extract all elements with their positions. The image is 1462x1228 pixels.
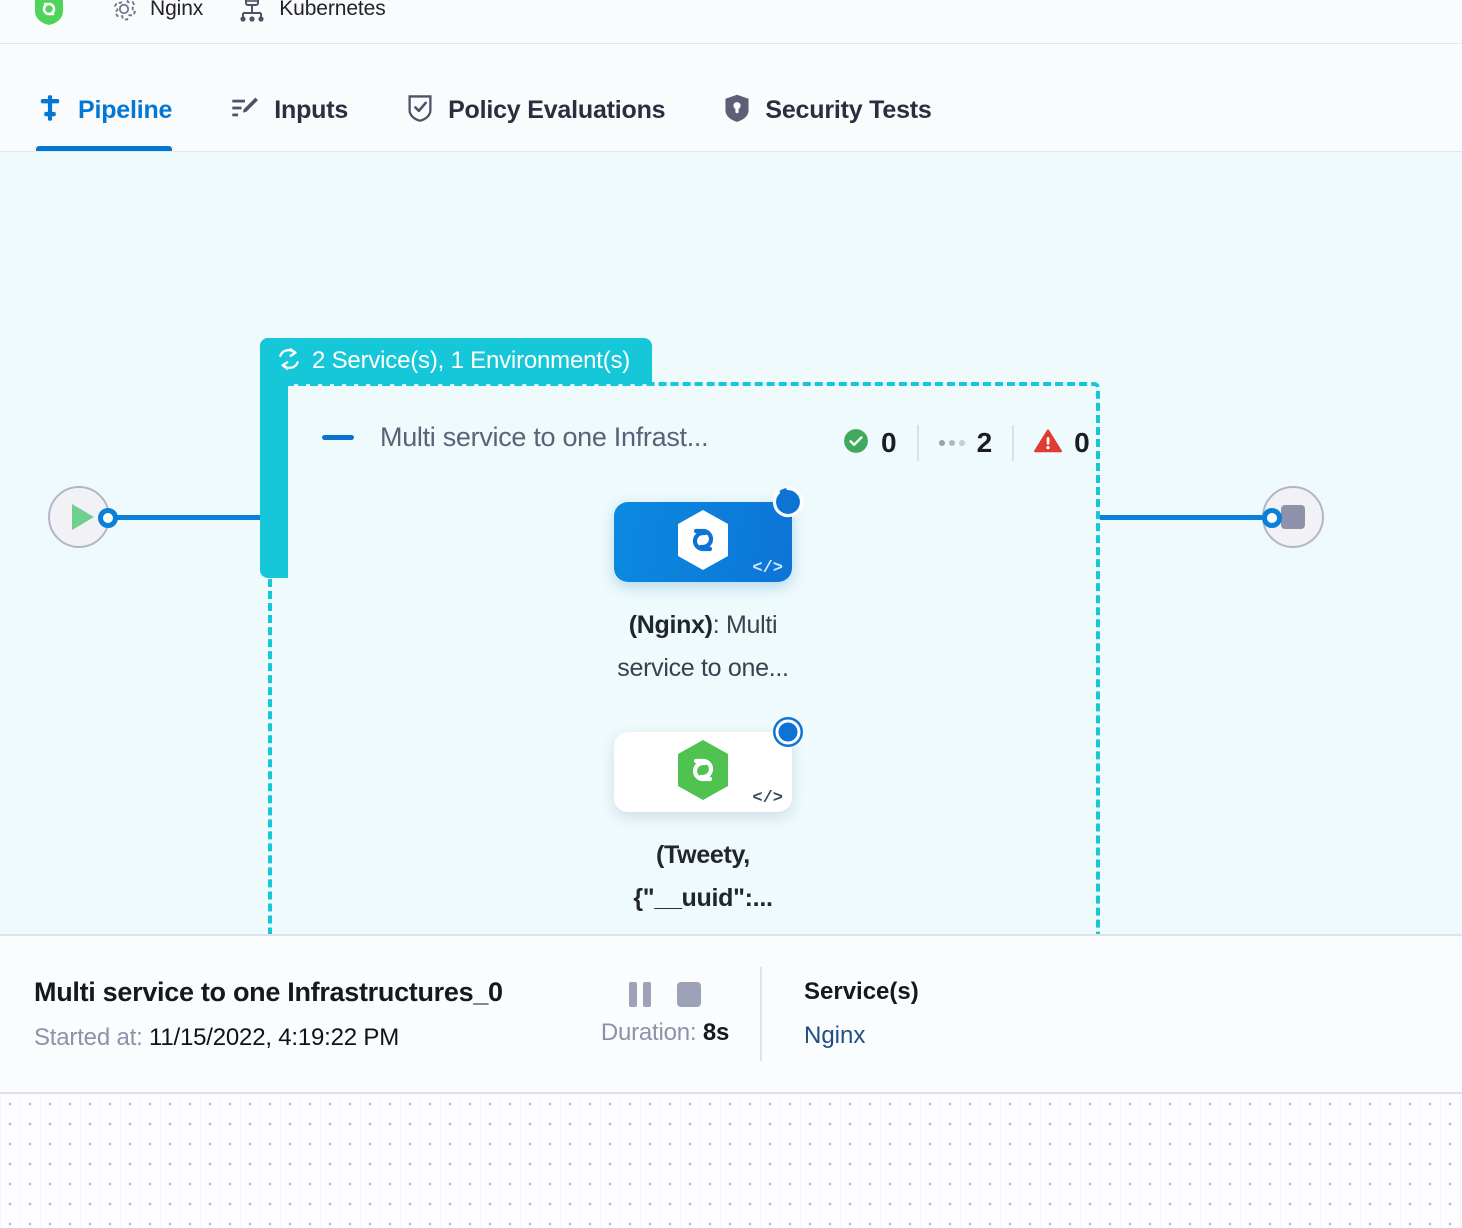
status-failed-count: 0 — [1074, 427, 1090, 458]
group-title-row: Multi service to one Infrast... — [322, 422, 709, 453]
node-service-name: (Nginx) — [628, 611, 713, 639]
group-header-label: 2 Service(s), 1 Environment(s) — [312, 347, 631, 374]
status-failed: 0 — [1014, 424, 1110, 462]
services-header: Service(s) — [804, 978, 919, 1005]
warning-triangle-icon — [1034, 428, 1063, 459]
stop-button[interactable] — [677, 981, 701, 1007]
running-spinner-icon — [770, 484, 806, 520]
harness-hex-icon — [672, 507, 734, 578]
pause-button[interactable] — [629, 981, 651, 1007]
pipeline-canvas: 2 Service(s), 1 Environment(s) Multi ser… — [0, 152, 1462, 934]
end-node-port[interactable] — [1262, 508, 1282, 528]
node-label: (Tweety, {"__uuid":... — [598, 834, 808, 920]
shield-lock-icon — [723, 93, 751, 128]
tab-pipeline[interactable]: Pipeline — [36, 45, 198, 151]
group-status-counters: 0 2 0 — [843, 424, 1110, 462]
node-card[interactable]: </> — [614, 486, 804, 582]
duration-value: 8s — [702, 1018, 730, 1046]
execution-controls: Duration: 8s — [570, 981, 760, 1047]
connector-end — [1100, 515, 1272, 520]
status-divider — [916, 425, 919, 461]
code-icon: </> — [752, 559, 783, 578]
detail-started-at: Started at: 11/15/2022, 4:19:22 PM — [34, 1024, 570, 1052]
pipeline-node-tweety[interactable]: </> (Tweety, {"__uuid":... — [598, 717, 808, 920]
breadcrumb: Nginx Kubernetes — [0, 0, 1462, 44]
started-at-value: 11/15/2022, 4:19:22 PM — [149, 1023, 400, 1051]
connector-start — [108, 515, 266, 520]
execution-detail-panel: Multi service to one Infrastructures_0 S… — [0, 934, 1462, 1094]
tab-bar: Pipeline Inputs Policy Evaluations — [0, 45, 1462, 152]
started-at-label: Started at: — [34, 1023, 143, 1051]
status-running-count: 2 — [976, 427, 993, 458]
breadcrumb-item-label: Kubernetes — [279, 0, 386, 20]
start-node-port[interactable] — [98, 508, 118, 528]
running-dot-icon — [770, 714, 806, 750]
group-header[interactable]: 2 Service(s), 1 Environment(s) — [260, 338, 653, 384]
stop-icon — [1281, 505, 1305, 529]
breadcrumb-item-kubernetes[interactable]: Kubernetes — [237, 0, 386, 23]
tab-label: Inputs — [274, 95, 349, 124]
code-icon: </> — [752, 789, 783, 808]
breadcrumb-item-harness[interactable] — [34, 0, 76, 26]
check-circle-icon — [843, 428, 869, 459]
dots-icon — [938, 440, 965, 446]
services-value[interactable]: Nginx — [804, 1022, 866, 1049]
breadcrumb-item-label: Nginx — [150, 0, 204, 20]
inputs-icon — [230, 94, 260, 127]
harness-hex-green-icon — [672, 737, 734, 808]
shield-check-icon — [406, 93, 434, 128]
detail-divider — [760, 967, 762, 1061]
status-running: 2 — [919, 424, 1013, 462]
canvas-grid-background — [0, 1094, 1462, 1228]
node-card[interactable]: </> — [614, 717, 803, 812]
harness-shield-icon — [34, 0, 64, 26]
node-service-name: (Tweety, — [656, 841, 750, 869]
breadcrumb-item-nginx[interactable]: Nginx — [110, 0, 203, 23]
play-icon — [71, 504, 94, 530]
group-boundary — [268, 382, 1100, 934]
duration: Duration: 8s — [600, 1018, 730, 1047]
control-buttons — [629, 981, 701, 1007]
cluster-icon — [237, 0, 267, 23]
status-success-count: 0 — [881, 427, 897, 458]
tab-inputs[interactable]: Inputs — [230, 45, 374, 151]
pipeline-node-nginx[interactable]: </> (Nginx): Multi service to one... — [598, 486, 808, 690]
tab-label: Pipeline — [78, 95, 173, 124]
services-column: Service(s) Nginx — [762, 978, 919, 1050]
gear-icon — [110, 0, 138, 23]
tab-label: Security Tests — [765, 95, 932, 124]
detail-title: Multi service to one Infrastructures_0 — [34, 976, 503, 1007]
tab-security-tests[interactable]: Security Tests — [723, 45, 957, 151]
group-title: Multi service to one Infrast... — [380, 422, 709, 452]
node-label-line2: {"__uuid":... — [633, 884, 773, 912]
status-success: 0 — [843, 424, 917, 462]
status-divider — [1012, 425, 1015, 461]
node-label-line2: service to one... — [617, 654, 789, 682]
tab-policy-evaluations[interactable]: Policy Evaluations — [406, 45, 691, 151]
tab-label: Policy Evaluations — [448, 95, 666, 124]
duration-label: Duration: — [600, 1018, 697, 1046]
minus-icon[interactable] — [322, 435, 354, 440]
detail-summary: Multi service to one Infrastructures_0 S… — [0, 977, 570, 1052]
node-label: (Nginx): Multi service to one... — [598, 604, 808, 690]
node-label-rest: : Multi — [712, 611, 778, 639]
pipeline-icon — [36, 93, 64, 128]
loop-icon — [276, 346, 302, 377]
